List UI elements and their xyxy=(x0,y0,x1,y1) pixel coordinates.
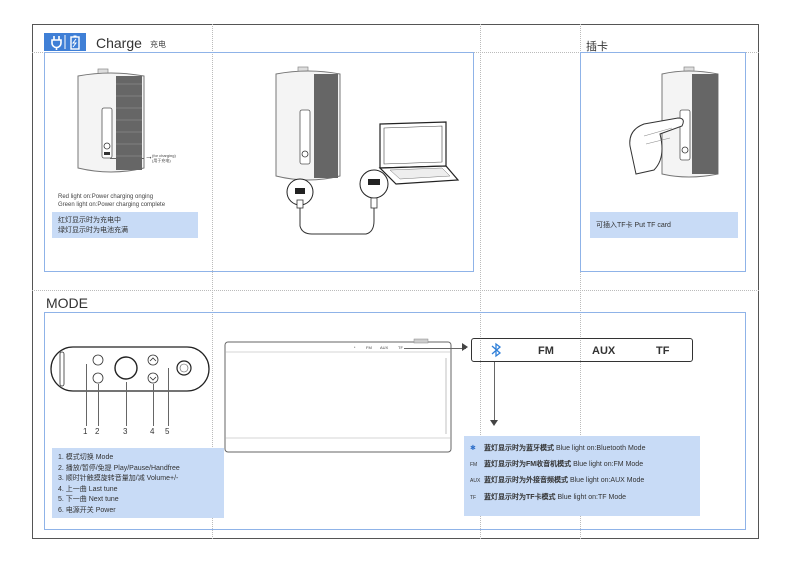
bluetooth-icon: ✱ xyxy=(470,445,476,452)
pointer-line xyxy=(153,384,154,426)
indicator-aux: AUX xyxy=(592,345,616,357)
charge-cn-box: 红灯显示时为充电中 绿灯显示时为电池充满 xyxy=(52,212,198,238)
light-mode-en: Blue light on:Bluetooth Mode xyxy=(555,445,646,452)
light-mode-cn: 蓝灯显示时为蓝牙模式 xyxy=(484,445,554,452)
usb-note: (for charging) (用于充电) xyxy=(152,153,176,163)
charge-cn-line-1: 红灯显示时为充电中 xyxy=(58,217,121,224)
pointer-line xyxy=(86,364,87,426)
indicator-down-line xyxy=(494,362,495,422)
control-panel-illustration xyxy=(50,346,210,392)
indicator-tf: TF xyxy=(656,345,670,357)
light-modes-box: ✱ 蓝灯显示时为蓝牙模式 Blue light on:Bluetooth Mode… xyxy=(464,436,700,516)
tf-card-illustration xyxy=(626,66,726,184)
speaker-side-illustration xyxy=(74,68,148,178)
light-mode-row: TF 蓝灯显示时为TF卡模式 Blue light on:TF Mode xyxy=(470,490,694,507)
mode-list-item: 6. 电源开关 Power xyxy=(58,506,116,514)
guide-line xyxy=(480,24,481,539)
svg-text:*: * xyxy=(354,346,356,350)
light-mode-row: FM 蓝灯显示时为FM收音机模式 Blue light on:FM Mode xyxy=(470,457,694,474)
light-mode-en: Blue light on:FM Mode xyxy=(573,460,644,468)
usb-icon: → xyxy=(145,152,153,161)
mode-list-item: 2. 播放/暂停/免提 Play/Pause/Handfree xyxy=(58,464,180,472)
speaker-top-illustration: * xyxy=(224,338,454,454)
light-mode-tag: FM xyxy=(470,461,478,468)
arrow-head-icon xyxy=(462,343,468,351)
callout-number: 1 xyxy=(83,427,88,436)
light-mode-tag: AUX xyxy=(470,478,481,484)
indicator-fm: FM xyxy=(538,345,554,357)
mode-list-box: 1. 模式切换 Mode 2. 播放/暂停/免提 Play/Pause/Hand… xyxy=(52,448,224,518)
usb-note-line: (for charging) xyxy=(152,153,176,158)
speaker-bar-tf: TF xyxy=(398,345,403,350)
pointer-line xyxy=(126,382,127,426)
callout-number: 5 xyxy=(165,427,170,436)
mode-list-item: 5. 下一曲 Next tune xyxy=(58,496,119,503)
usb-note-line: (用于充电) xyxy=(152,158,171,163)
light-mode-en: Blue light on:TF Mode xyxy=(557,493,626,501)
page-frame xyxy=(32,24,759,539)
light-mode-cn: 蓝灯显示时为FM收音机模式 xyxy=(484,460,572,468)
arrow-down-icon xyxy=(490,420,498,426)
charge-icon xyxy=(44,33,86,51)
callout-number: 4 xyxy=(150,427,155,436)
callout-number: 3 xyxy=(123,427,128,436)
mode-panel xyxy=(44,312,746,530)
card-note-en: Put TF card xyxy=(634,222,671,229)
speaker-bar-fm: FM xyxy=(366,345,372,350)
guide-line xyxy=(580,24,581,539)
charge-light-text: Red light on:Power charging onging Green… xyxy=(58,193,165,209)
light-mode-en: Blue light on:AUX Mode xyxy=(569,477,645,484)
charge-cn-line-2: 绿灯显示时为电池充满 xyxy=(58,227,128,234)
speaker-cable-illustration xyxy=(270,66,460,236)
charge-panel xyxy=(44,52,474,272)
callout-number: 2 xyxy=(95,427,100,436)
guide-line xyxy=(212,24,213,539)
guide-line xyxy=(32,290,759,291)
charge-title-cn: 充电 xyxy=(150,40,166,49)
speaker-bar-aux: AUX xyxy=(380,345,389,350)
bluetooth-icon xyxy=(490,342,502,363)
charge-title: Charge xyxy=(96,35,142,51)
pointer-line xyxy=(98,384,99,426)
light-mode-cn: 蓝灯显示时为TF卡模式 xyxy=(484,493,556,501)
mode-list-item: 1. 模式切换 Mode xyxy=(58,454,114,461)
light-mode-cn: 蓝灯显示时为外接音频模式 xyxy=(484,477,568,484)
card-note-box: 可插入TF卡 Put TF card xyxy=(590,212,738,238)
charge-light-line-2: Green light on:Power charging complete xyxy=(58,202,166,208)
card-note-cn: 可插入TF卡 xyxy=(596,222,633,229)
light-mode-row: ✱ 蓝灯显示时为蓝牙模式 Blue light on:Bluetooth Mode xyxy=(470,441,694,457)
mode-list-item: 3. 顺时针触摸旋转音量加/减 Volume+/- xyxy=(58,475,179,482)
pointer-line xyxy=(168,368,169,426)
mode-title: MODE xyxy=(46,295,88,311)
mode-list-item: 4. 上一曲 Last tune xyxy=(58,485,118,493)
light-mode-tag: TF xyxy=(470,494,477,501)
card-title: 插卡 xyxy=(586,41,608,53)
indicator-pointer-line xyxy=(404,348,466,349)
indicator-bar xyxy=(471,338,693,362)
usb-pointer-line xyxy=(110,158,144,159)
charge-light-line-1: Red light on:Power charging onging xyxy=(58,194,154,200)
card-panel xyxy=(580,52,746,272)
